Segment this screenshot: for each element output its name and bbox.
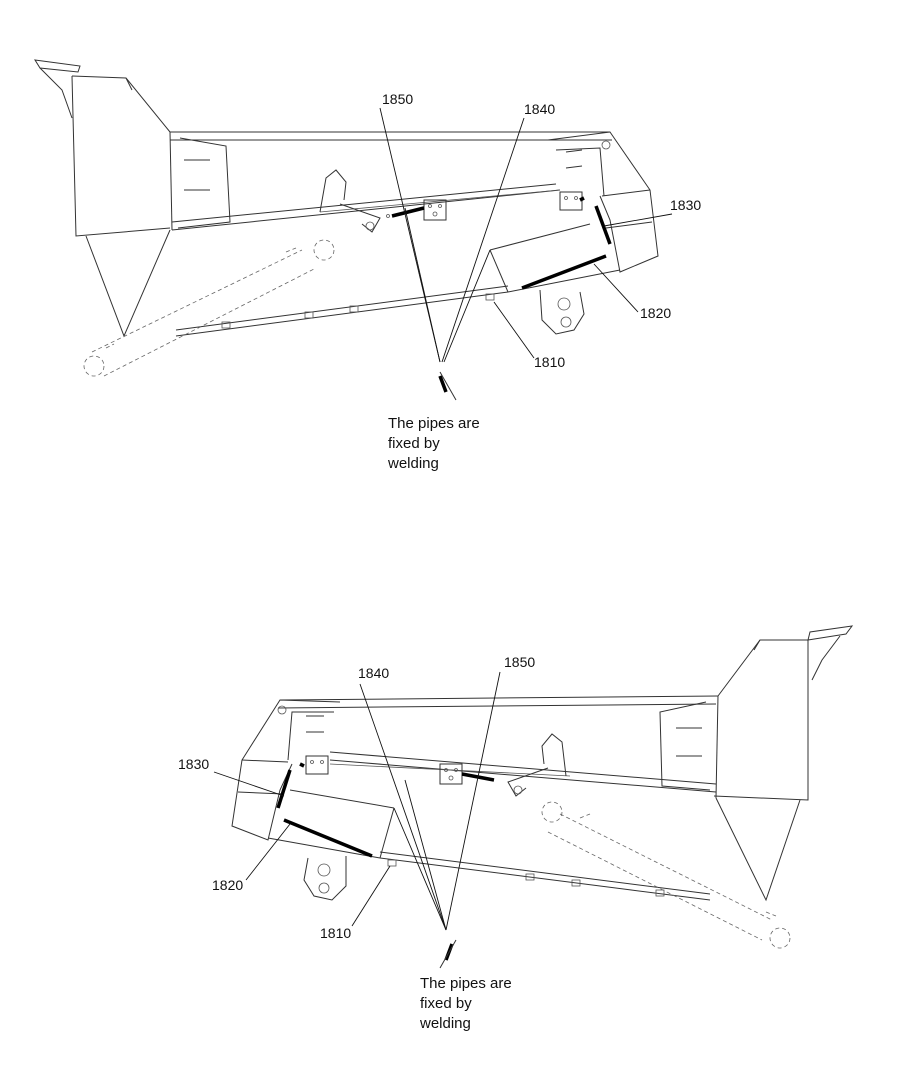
top-frame-body xyxy=(34,59,659,377)
top-label-1830: 1830 xyxy=(670,197,701,213)
top-label-1850: 1850 xyxy=(382,91,413,107)
bottom-view: 1850 1840 1830 1820 1810 The pipes are f… xyxy=(178,625,854,1032)
top-label-1820: 1820 xyxy=(640,305,671,321)
bottom-part-labels: 1850 1840 1830 1820 1810 xyxy=(178,654,535,941)
bottom-label-1840: 1840 xyxy=(358,665,389,681)
top-caption-line-1: The pipes are xyxy=(388,415,480,432)
bottom-caption-line-3: welding xyxy=(419,1015,471,1032)
top-caption-line-3: welding xyxy=(387,455,439,472)
bottom-label-1810: 1810 xyxy=(320,925,351,941)
top-pipes xyxy=(391,196,612,401)
top-label-1810: 1810 xyxy=(534,354,565,370)
bottom-pipe-1820 xyxy=(283,818,373,858)
bottom-caption-line-1: The pipes are xyxy=(420,975,512,992)
top-label-1840: 1840 xyxy=(524,101,555,117)
top-pipe-1820 xyxy=(521,254,607,290)
top-welded-pipe-end xyxy=(438,375,448,393)
top-hydraulic-cylinder-dashed xyxy=(83,239,335,377)
bottom-frame-body xyxy=(231,625,854,949)
top-pipe-1830 xyxy=(594,205,612,245)
bottom-label-1820: 1820 xyxy=(212,877,243,893)
bottom-caption: The pipes are fixed by welding xyxy=(419,975,512,1032)
top-view: 1850 1840 1830 1820 1810 The pipes are f… xyxy=(34,59,701,472)
top-caption-line-2: fixed by xyxy=(388,435,440,452)
bottom-label-1850: 1850 xyxy=(504,654,535,670)
top-caption: The pipes are fixed by welding xyxy=(387,415,480,472)
bottom-hydraulic-cylinder-dashed xyxy=(541,801,791,949)
bottom-pipes xyxy=(276,762,495,969)
top-pipe-1850 xyxy=(391,206,425,218)
bottom-label-1830: 1830 xyxy=(178,756,209,772)
bottom-leader-lines xyxy=(213,671,501,931)
top-leader-lines xyxy=(379,107,673,363)
top-part-labels: 1850 1840 1830 1820 1810 xyxy=(382,91,701,370)
bottom-pipe-1830 xyxy=(276,769,292,809)
bottom-caption-line-2: fixed by xyxy=(420,995,472,1012)
